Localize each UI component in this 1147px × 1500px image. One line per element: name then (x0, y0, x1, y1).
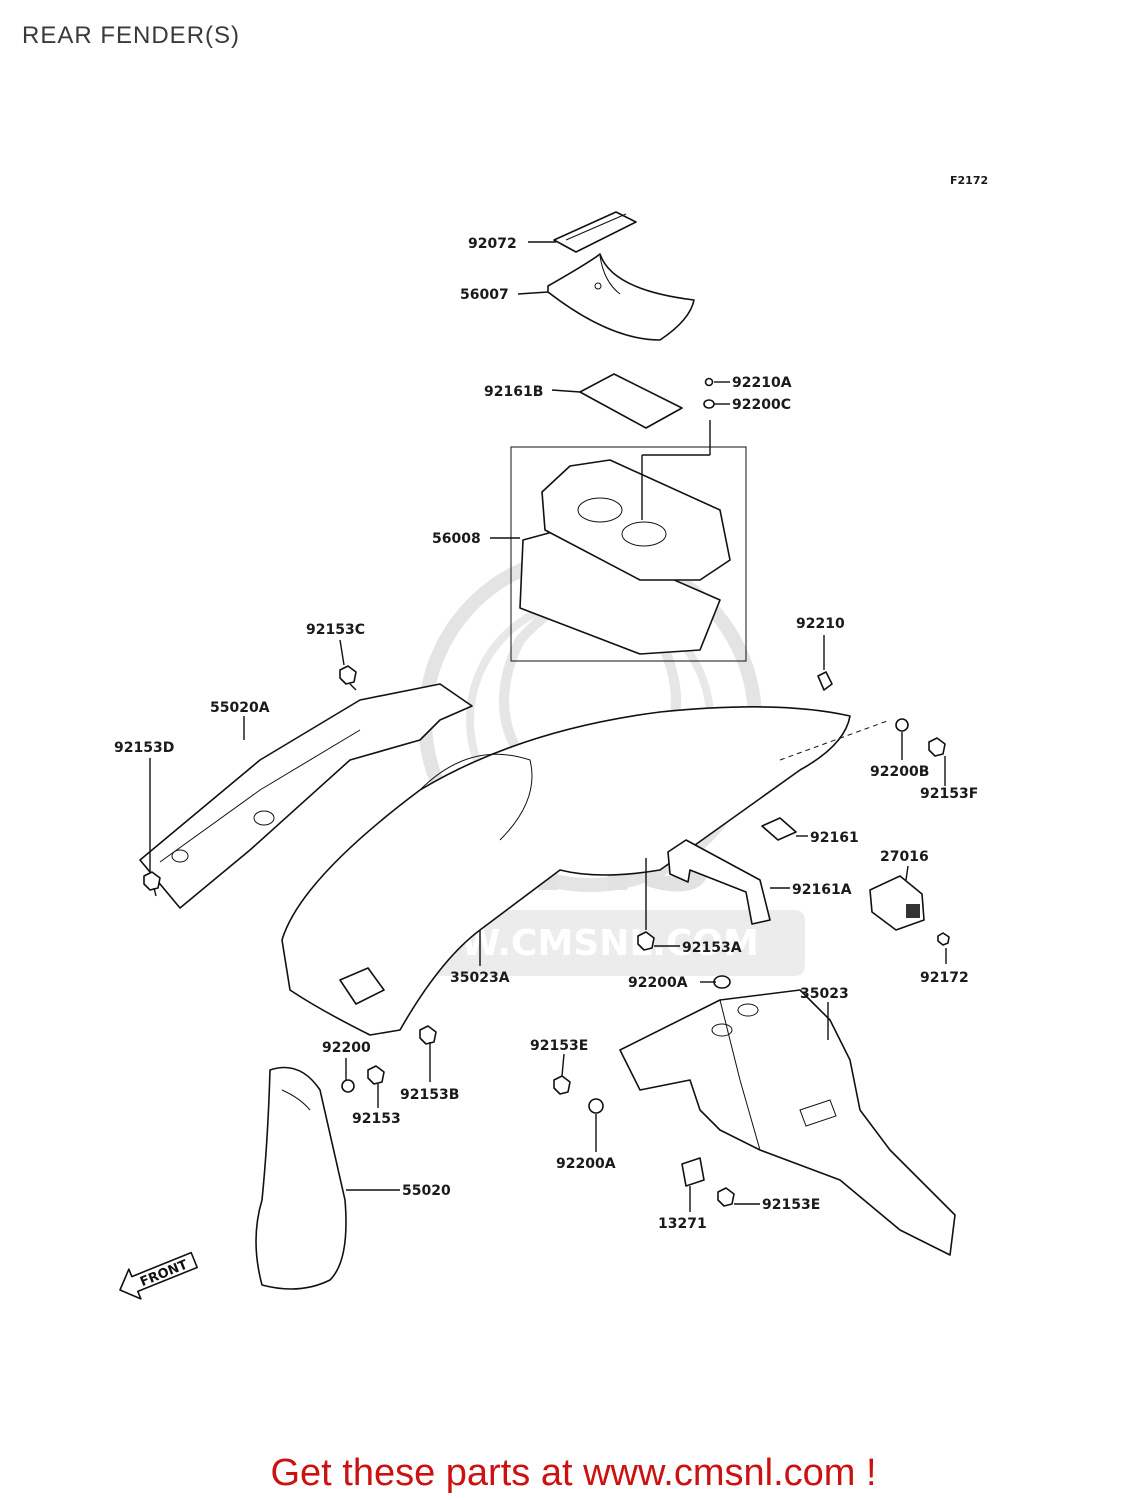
part-label: 35023A (450, 970, 510, 986)
part-label: 92153A (682, 940, 742, 956)
part-label: 92153E (762, 1197, 820, 1213)
part-label: 92200A (556, 1156, 616, 1172)
part-label: 92153D (114, 740, 174, 756)
part-label: 27016 (880, 849, 929, 865)
rear-fender-main-part (281, 706, 891, 1036)
tool-bag-part (547, 253, 695, 341)
part-label: 92210A (732, 375, 792, 391)
part-label: 13271 (658, 1216, 707, 1232)
rear-bracket-part (619, 989, 956, 1256)
part-label: 92153 (352, 1111, 401, 1127)
diagram-code: F2172 (950, 174, 988, 187)
part-label: 92072 (468, 236, 517, 252)
part-label: 92153F (920, 786, 978, 802)
page-title: REAR FENDER(S) (22, 22, 241, 49)
part-label: 55020A (210, 700, 270, 716)
part-labels: 92072 56007 92161B 92210A 92200C 56008 9… (114, 236, 978, 1232)
nut-washer-part (703, 377, 715, 409)
part-label: 92200 (322, 1040, 371, 1056)
front-label: FRONT (138, 1258, 190, 1291)
part-label: 92200C (732, 397, 791, 413)
part-label: 92153E (530, 1038, 588, 1054)
tray-box-part (510, 420, 747, 662)
part-label: 92200B (870, 764, 929, 780)
part-label: 92210 (796, 616, 845, 632)
exploded-parts-diagram: CMS WWW.CMSNL.COM F2172 (114, 174, 988, 1300)
left-cover-part (139, 683, 473, 909)
mud-flap-part (255, 1066, 347, 1290)
strap-part (553, 211, 637, 253)
small-pad-part (761, 817, 797, 841)
part-label: 55020 (402, 1183, 451, 1199)
part-label: 92153C (306, 622, 365, 638)
part-label: 92161B (484, 384, 543, 400)
reflector-part (869, 875, 925, 931)
grab-pad-part (667, 839, 771, 925)
part-label: 92200A (628, 975, 688, 991)
part-label: 92161A (792, 882, 852, 898)
part-label: 92172 (920, 970, 969, 986)
part-label: 35023 (800, 986, 849, 1002)
front-direction-arrow: FRONT (119, 1251, 198, 1300)
promo-link[interactable]: Get these parts at www.cmsnl.com ! (270, 1452, 877, 1494)
leader-lines (149, 241, 947, 1212)
pad-part (579, 373, 683, 429)
part-label: 56007 (460, 287, 509, 303)
bolts-washers (143, 665, 950, 1207)
part-label: 56008 (432, 531, 481, 547)
part-label: 92161 (810, 830, 859, 846)
part-label: 92153B (400, 1087, 459, 1103)
